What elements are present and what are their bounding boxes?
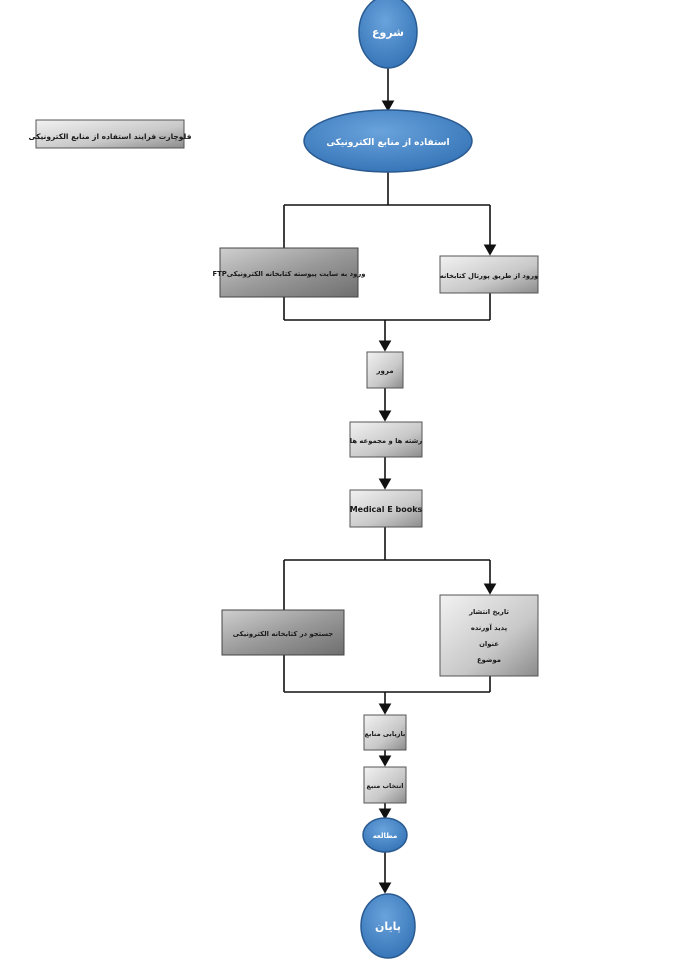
ftp-access-node: FTPورود به سایت پیوسته کتابخانه الکترونی… <box>213 247 366 298</box>
start-label: شروع <box>372 26 404 39</box>
start-node: شروع <box>358 0 418 69</box>
categories-label: رشته ها و مجموعه ها <box>350 437 422 445</box>
connectors <box>283 68 497 894</box>
flowchart-title-box: فلوچارت فرایند استفاده از منابع الکترونی… <box>29 119 192 149</box>
browse-label: مرور <box>375 367 393 375</box>
select-label: انتخاب منبع <box>366 782 403 790</box>
use-e-resources-label: استفاده از منابع الکترونیکی <box>326 138 449 148</box>
search-elibrary-node: جستجو در کتابخانه الکترونیکی <box>221 609 345 656</box>
medical-ebooks-node: Medical E books <box>349 489 423 528</box>
categories-node: رشته ها و مجموعه ها <box>349 421 423 458</box>
browse-node: مرور <box>366 351 404 389</box>
search-field-item: عنوان <box>479 640 499 648</box>
retrieve-label: بازیابی منابع <box>365 730 406 738</box>
use-e-resources-node: استفاده از منابع الکترونیکی <box>303 109 473 173</box>
search-field-item: تاریخ انتشار <box>468 608 509 616</box>
search-fields-node: تاریخ انتشار پدید آورنده عنوان موضوع <box>439 594 539 677</box>
select-node: انتخاب منبع <box>363 766 407 804</box>
retrieve-node: بازیابی منابع <box>363 714 407 751</box>
search-field-item: پدید آورنده <box>471 623 508 632</box>
study-label: مطالعه <box>373 832 398 840</box>
study-node: مطالعه <box>362 817 408 853</box>
portal-login-node: ورود از طریق پورتال کتابخانه <box>439 255 539 294</box>
search-field-item: موضوع <box>477 656 501 664</box>
flowchart-title: فلوچارت فرایند استفاده از منابع الکترونی… <box>29 132 192 141</box>
medical-ebooks-label: Medical E books <box>350 505 423 514</box>
ftp-access-label: FTPورود به سایت پیوسته کتابخانه الکترونی… <box>213 270 366 278</box>
search-elibrary-label: جستجو در کتابخانه الکترونیکی <box>233 630 334 638</box>
end-node: پایان <box>360 893 416 959</box>
portal-login-label: ورود از طریق پورتال کتابخانه <box>440 272 539 280</box>
end-label: پایان <box>375 920 401 933</box>
